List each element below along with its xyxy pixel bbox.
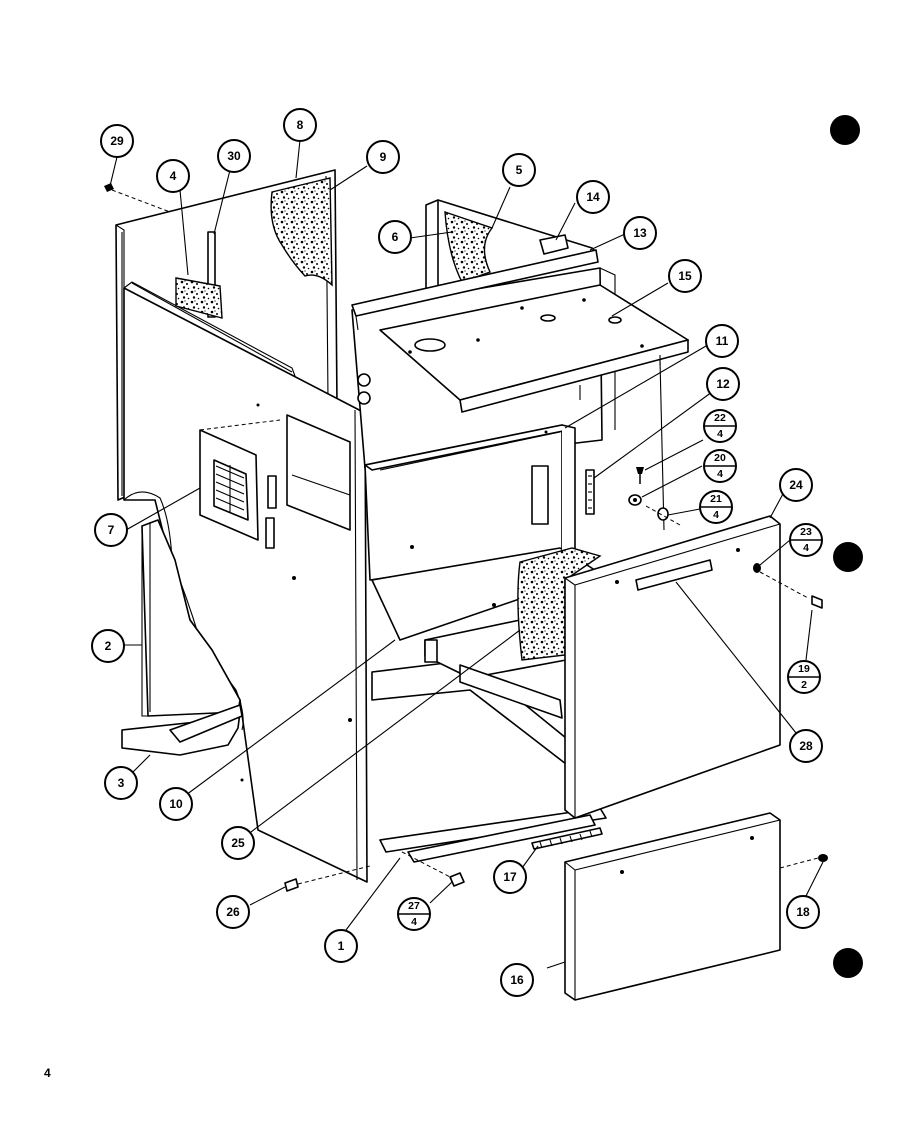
fraction-callout-19-2: 192: [787, 660, 821, 694]
svg-text:12: 12: [716, 377, 730, 391]
callout-26: 26: [216, 895, 250, 929]
svg-text:25: 25: [231, 836, 245, 850]
svg-text:14: 14: [586, 190, 600, 204]
callout-30: 30: [217, 139, 251, 173]
svg-text:1: 1: [338, 939, 345, 953]
svg-text:29: 29: [110, 134, 124, 148]
svg-text:20: 20: [714, 452, 726, 464]
fraction-callout-20-4: 204: [703, 449, 737, 483]
callout-2: 2: [91, 629, 125, 663]
svg-text:4: 4: [713, 509, 719, 521]
callout-3: 3: [104, 766, 138, 800]
callout-18: 18: [786, 895, 820, 929]
registration-mark-top: [830, 115, 860, 145]
callout-10: 10: [159, 787, 193, 821]
svg-text:27: 27: [408, 900, 420, 912]
base-pan-3: [121, 704, 243, 756]
svg-text:6: 6: [392, 230, 399, 244]
svg-text:19: 19: [798, 663, 810, 675]
callout-14: 14: [576, 180, 610, 214]
svg-text:28: 28: [799, 739, 813, 753]
left-side-panel: [123, 281, 368, 883]
insulation-panel-9: [270, 177, 333, 287]
callout-1: 1: [324, 929, 358, 963]
fraction-callout-27-4: 274: [397, 897, 431, 931]
svg-text:2: 2: [801, 679, 807, 691]
svg-text:26: 26: [226, 905, 240, 919]
svg-text:10: 10: [169, 797, 183, 811]
callout-11: 11: [705, 324, 739, 358]
upper-front-door-24: [564, 515, 781, 819]
registration-mark-bottom: [833, 948, 863, 978]
callout-24: 24: [779, 468, 813, 502]
callout-9: 9: [366, 140, 400, 174]
svg-text:4: 4: [717, 468, 723, 480]
page-number: 4: [44, 1066, 51, 1080]
lower-front-door-16: [564, 812, 781, 1001]
svg-text:22: 22: [714, 412, 726, 424]
callout-13: 13: [623, 216, 657, 250]
svg-text:17: 17: [503, 870, 517, 884]
fraction-callout-23-4: 234: [789, 523, 823, 557]
fraction-callout-21-4: 214: [699, 490, 733, 524]
callout-15: 15: [668, 259, 702, 293]
callout-12: 12: [706, 367, 740, 401]
svg-text:15: 15: [678, 269, 692, 283]
svg-text:4: 4: [411, 916, 417, 928]
leader-lines: [109, 139, 824, 969]
svg-text:4: 4: [803, 542, 809, 554]
svg-text:4: 4: [170, 169, 177, 183]
callout-28: 28: [789, 729, 823, 763]
svg-text:3: 3: [118, 776, 125, 790]
svg-text:13: 13: [633, 226, 647, 240]
svg-text:16: 16: [510, 973, 524, 987]
callout-17: 17: [493, 860, 527, 894]
callout-4: 4: [156, 159, 190, 193]
svg-text:9: 9: [380, 150, 387, 164]
hardware: [104, 183, 828, 892]
svg-text:30: 30: [227, 149, 241, 163]
svg-text:21: 21: [710, 493, 722, 505]
registration-mark-middle: [833, 542, 863, 572]
fraction-callout-22-4: 224: [703, 409, 737, 443]
svg-text:23: 23: [800, 526, 812, 538]
callout-6: 6: [378, 220, 412, 254]
side-panel-2: [141, 519, 241, 717]
callout-16: 16: [500, 963, 534, 997]
handle-28: [635, 559, 713, 591]
svg-text:7: 7: [108, 523, 115, 537]
insulation-6: [444, 210, 494, 283]
callout-7: 7: [94, 513, 128, 547]
strip-17: [531, 827, 603, 850]
svg-text:11: 11: [716, 334, 729, 348]
svg-text:4: 4: [717, 428, 723, 440]
callout-29: 29: [100, 124, 134, 158]
callout-25: 25: [221, 826, 255, 860]
svg-text:2: 2: [105, 639, 112, 653]
svg-text:8: 8: [297, 118, 304, 132]
svg-text:5: 5: [516, 163, 523, 177]
callout-5: 5: [502, 153, 536, 187]
callout-8: 8: [283, 108, 317, 142]
svg-text:24: 24: [789, 478, 803, 492]
svg-text:18: 18: [796, 905, 810, 919]
